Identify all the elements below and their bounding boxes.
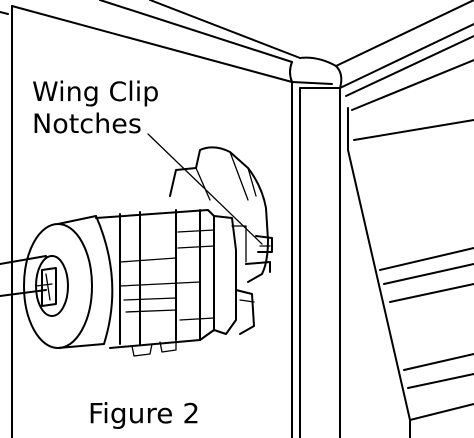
lock-assembly bbox=[0, 146, 273, 357]
callout-label-line2: Notches bbox=[32, 109, 142, 140]
callout-leader-line bbox=[147, 133, 263, 245]
figure-caption: Figure 2 bbox=[88, 397, 200, 430]
callout-label-line1: Wing Clip bbox=[32, 77, 159, 108]
